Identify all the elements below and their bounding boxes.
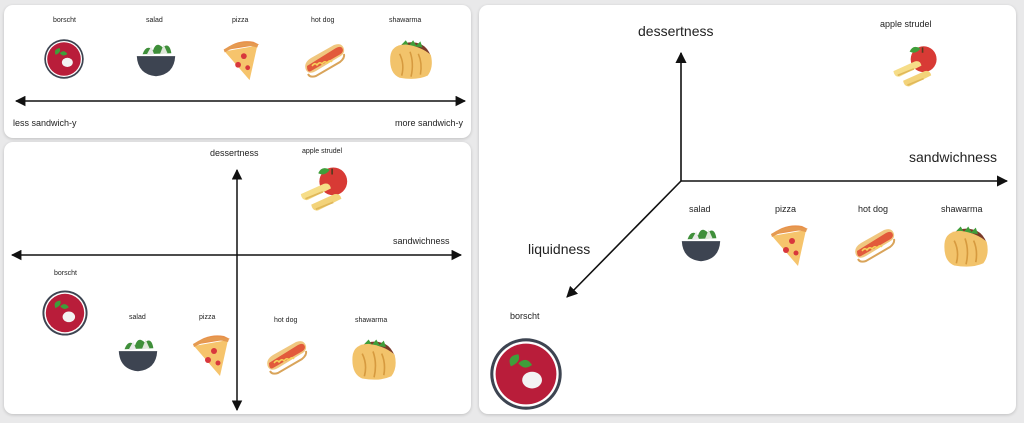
food-label-salad: salad: [689, 204, 711, 214]
three-axis-grid: [566, 51, 1009, 298]
sandwich-axis: [14, 95, 467, 107]
borscht-icon: [41, 289, 89, 337]
liquidness-axis-label: liquidness: [528, 241, 591, 257]
two-axis-grid: [10, 168, 463, 412]
dessertness-axis-label: dessertness: [210, 148, 259, 158]
shawarma-icon: [937, 219, 993, 273]
salad-icon: [674, 220, 728, 268]
food-label-shawarma: shawarma: [355, 317, 388, 324]
hot-dog-icon: [259, 332, 313, 382]
dessertness-axis-label: dessertness: [638, 23, 714, 39]
food-label-salad: salad: [129, 314, 146, 321]
food-label-pizza: pizza: [232, 17, 249, 24]
apple-strudel-label: apple strudel: [880, 19, 932, 29]
food-label-pizza: pizza: [199, 314, 216, 321]
three-axis-panel: dessertness sandwichness liquidness appl…: [479, 5, 1016, 414]
food-label-shawarma: shawarma: [389, 17, 422, 24]
sandwichness-axis-label: sandwichness: [393, 236, 450, 246]
food-label-borscht: borscht: [54, 270, 77, 277]
pizza-icon: [763, 220, 813, 270]
food-label-salad: salad: [146, 17, 163, 24]
food-label-borscht: borscht: [510, 311, 540, 321]
shawarma-icon: [346, 332, 400, 386]
food-label-hot-dog: hot dog: [274, 317, 298, 324]
hot-dog-icon: [848, 220, 900, 270]
two-axis-panel: dessertness sandwichness apple strudel b…: [4, 142, 471, 414]
food-label-hot-dog: hot dog: [858, 204, 889, 214]
apple-strudel-icon: [887, 43, 943, 97]
borscht-icon: [488, 336, 564, 412]
food-label-borscht: borscht: [53, 17, 76, 24]
apple-strudel-icon: [294, 164, 354, 222]
pizza-icon: [185, 330, 235, 380]
sandwichness-axis-label: sandwichness: [909, 149, 997, 165]
apple-strudel-label: apple strudel: [302, 148, 343, 155]
food-label-hot-dog: hot dog: [311, 17, 335, 24]
less-sandwichy-label: less sandwich-y: [13, 118, 77, 128]
food-label-pizza: pizza: [775, 204, 797, 214]
sandwich-scale-panel: borscht salad pizza hot dog shawarma les…: [4, 5, 471, 138]
food-label-shawarma: shawarma: [941, 204, 983, 214]
salad-icon: [110, 330, 166, 378]
more-sandwichy-label: more sandwich-y: [395, 118, 464, 128]
